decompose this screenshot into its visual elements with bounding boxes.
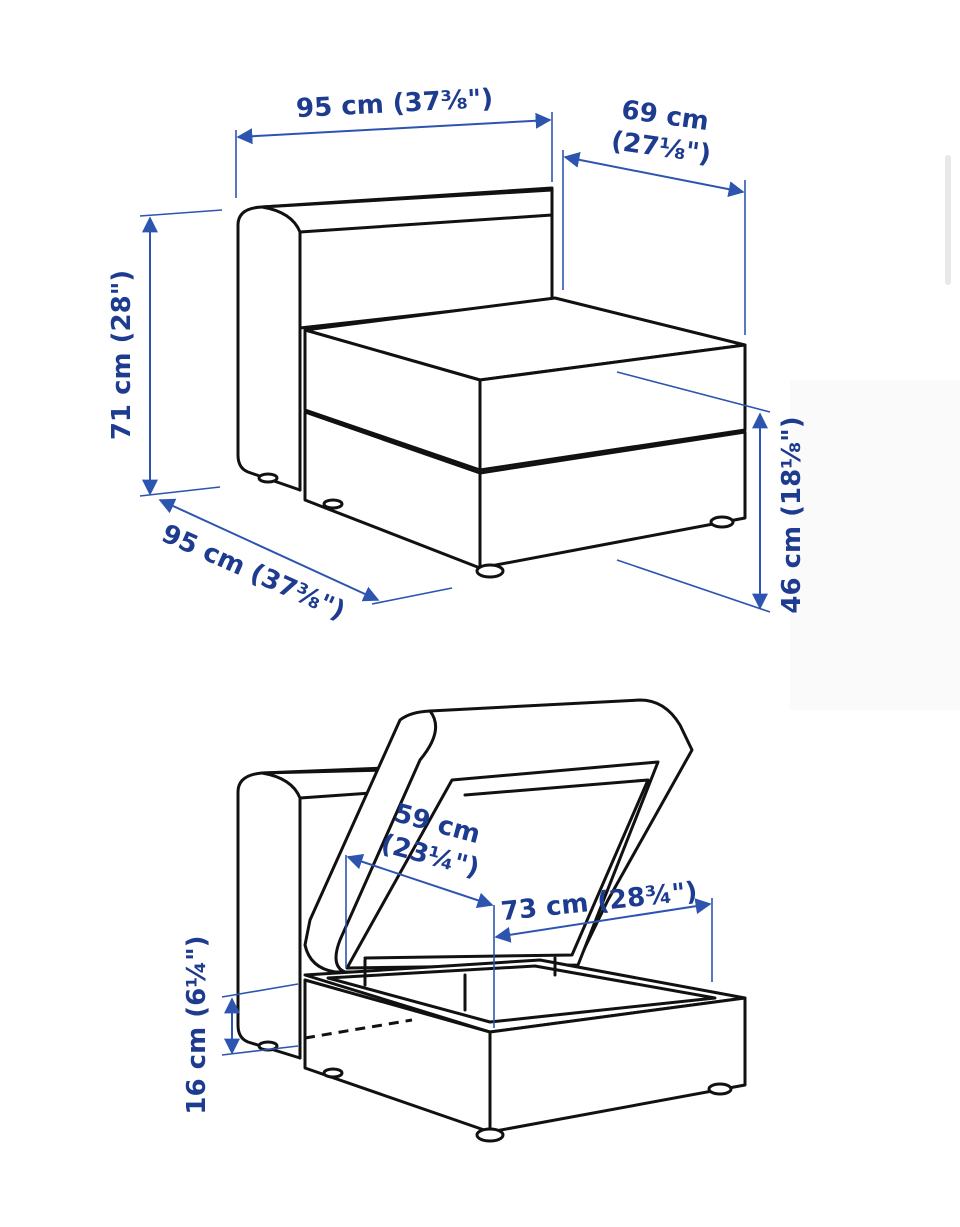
top-width-label: 95 cm (37⅜") bbox=[295, 84, 494, 124]
dimension-lines-top bbox=[139, 112, 771, 613]
storage-height-label: 16 cm (6¼") bbox=[182, 935, 212, 1114]
seat-height-label: 46 cm (18⅛") bbox=[777, 416, 807, 613]
sofa-module-drawing bbox=[236, 186, 747, 579]
storage-module-drawing bbox=[236, 698, 747, 1143]
height-label: 71 cm (28") bbox=[107, 270, 137, 440]
scrollbar-thumb[interactable] bbox=[945, 155, 951, 285]
background-panel bbox=[790, 380, 960, 710]
dimension-lines-bottom bbox=[221, 853, 713, 1056]
